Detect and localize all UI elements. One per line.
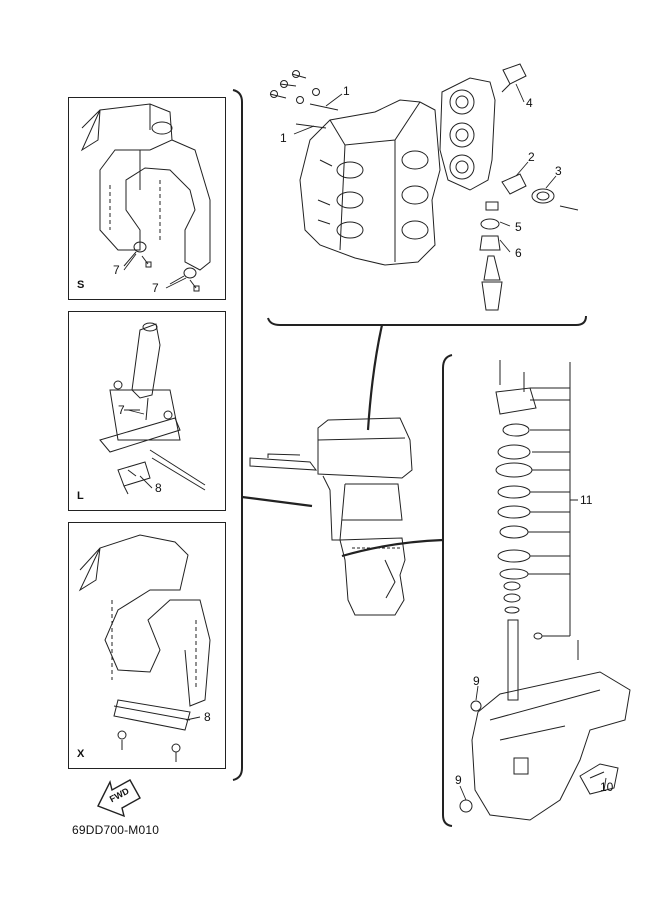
- callout-2: 2: [528, 150, 535, 164]
- callout-9a: 9: [473, 674, 480, 688]
- left-bracket: [232, 89, 243, 781]
- callout-10: 10: [600, 780, 614, 794]
- panel-s: S: [68, 97, 226, 300]
- callout-1a: 1: [343, 84, 350, 98]
- panel-s-bracket-drawing: [80, 103, 211, 292]
- panel-l: L: [68, 311, 226, 511]
- panel-l-label: L: [77, 490, 84, 502]
- water-pump-drawing: [459, 360, 631, 821]
- panel-l-tilt-drawing: [99, 322, 206, 495]
- panel-x: X: [68, 522, 226, 769]
- top-bracket: [267, 315, 587, 326]
- callout-3: 3: [555, 164, 562, 178]
- callout-l-7: 7: [118, 403, 125, 417]
- panel-x-bracket-drawing: [78, 534, 211, 762]
- diagram-code: 69DD700-M010: [72, 823, 160, 837]
- callout-11: 11: [580, 493, 593, 507]
- callout-4: 4: [526, 96, 533, 110]
- outboard-motor-drawing: [249, 417, 413, 616]
- connector-top: [366, 324, 384, 431]
- panel-s-label: S: [77, 279, 85, 291]
- callout-x-8: 8: [204, 710, 211, 724]
- thermostat-housing-drawing: [439, 63, 579, 311]
- callout-s-7b: 7: [152, 281, 159, 295]
- right-bracket: [442, 354, 453, 827]
- connector-left: [241, 495, 313, 508]
- callout-1b: 1: [280, 131, 287, 145]
- powerhead-drawing: [269, 70, 441, 266]
- leader-lines: [123, 83, 607, 801]
- callout-s-7a: 7: [113, 263, 120, 277]
- callout-l-8: 8: [155, 481, 162, 495]
- panel-x-label: X: [77, 748, 85, 760]
- callout-5: 5: [515, 220, 522, 234]
- connector-right: [341, 538, 444, 558]
- callout-9b: 9: [455, 773, 462, 787]
- fwd-arrow-icon: [97, 779, 141, 818]
- callout-6: 6: [515, 246, 522, 260]
